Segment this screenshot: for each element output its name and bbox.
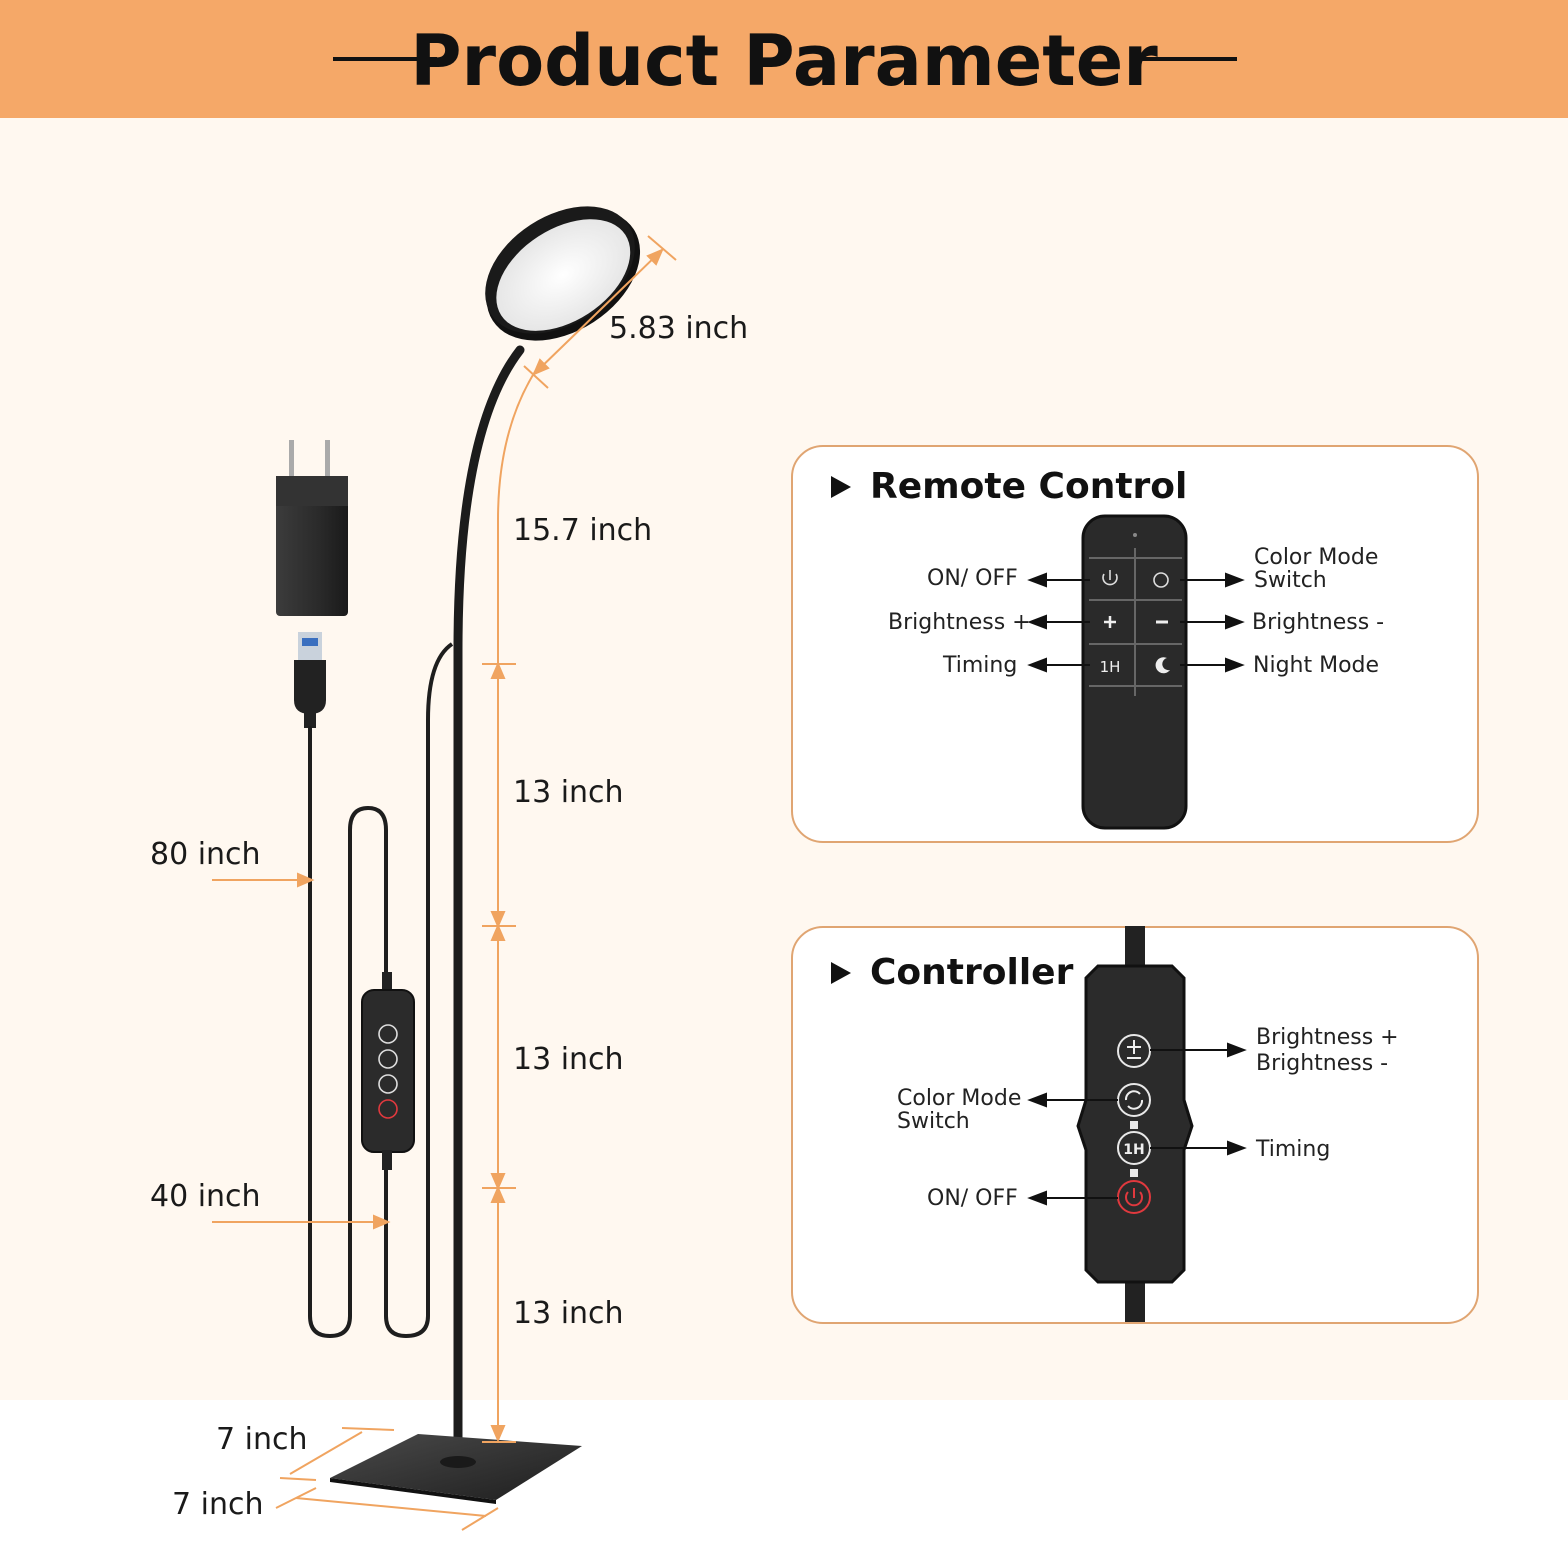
dim-base-width: 7 inch <box>172 1487 264 1522</box>
controller-title-triangle <box>831 962 851 984</box>
remote-label-night-mode: Night Mode <box>1253 653 1380 678</box>
controller-label-brightness-plus: Brightness + <box>1256 1025 1399 1050</box>
remote-label-brightness-plus: Brightness + <box>888 610 1031 635</box>
remote-label-brightness-minus: Brightness - <box>1252 610 1385 635</box>
controller-label-timing: Timing <box>1256 1137 1331 1162</box>
controller-label-color-mode-2: Switch <box>897 1109 970 1134</box>
dim-gooseneck: 15.7 inch <box>513 513 653 548</box>
dim-head-diameter: 5.83 inch <box>609 311 749 346</box>
controller-label-brightness-minus: Brightness - <box>1256 1051 1389 1076</box>
wall-charger <box>276 440 348 616</box>
dim-cable-total: 80 inch <box>150 837 261 872</box>
power-cable <box>308 726 388 1339</box>
controller-title: Controller <box>870 952 1074 993</box>
dim-pole-lower: 13 inch <box>513 1296 624 1331</box>
lamp-gooseneck <box>453 345 525 1465</box>
dim-cable-to-controller: 40 inch <box>150 1179 261 1214</box>
dim-pole-middle: 13 inch <box>513 1042 624 1077</box>
lamp-head <box>485 206 641 341</box>
remote-label-color-mode-1: Color Mode <box>1254 545 1379 570</box>
controller-label-on-off: ON/ OFF <box>927 1186 1018 1211</box>
inline-controller <box>361 972 415 1170</box>
dim-base-depth: 7 inch <box>216 1422 308 1457</box>
remote-label-timing: Timing <box>943 653 1018 678</box>
title-rule-left <box>333 57 437 61</box>
controller-label-color-mode-1: Color Mode <box>897 1086 1022 1111</box>
remote-label-on-off: ON/ OFF <box>927 566 1018 591</box>
remote-control-title: Remote Control <box>870 466 1188 507</box>
lamp-base <box>330 1434 582 1504</box>
svg-text:1H: 1H <box>1100 658 1121 676</box>
remote-label-color-mode-2: Switch <box>1254 568 1327 593</box>
usb-plug <box>294 632 326 728</box>
dim-pole-upper: 13 inch <box>513 775 624 810</box>
header-band <box>0 0 1568 118</box>
title-rule-right <box>1133 57 1237 61</box>
svg-text:1H: 1H <box>1123 1142 1144 1158</box>
remote-title-triangle <box>831 476 851 498</box>
power-cable-lower <box>384 642 454 1339</box>
page-title: Product Parameter <box>410 20 1158 102</box>
